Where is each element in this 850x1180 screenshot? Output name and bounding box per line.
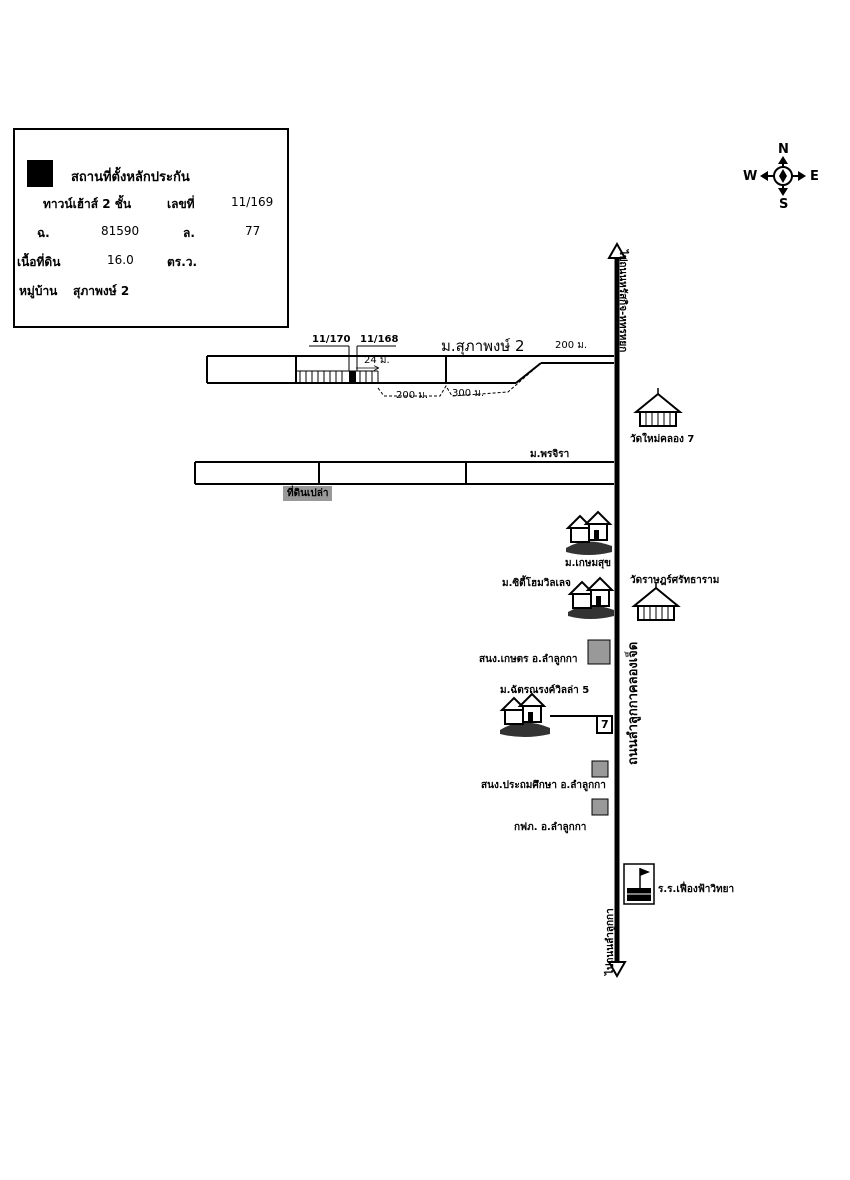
village-kasem-icon — [565, 510, 613, 555]
legend-title: สถานที่ตั้งหลักประกัน — [71, 170, 190, 185]
south-direction-label: ไปถนนลำลูกกา — [605, 908, 616, 975]
pea-office-icon — [591, 798, 609, 816]
village-city-icon — [567, 576, 615, 619]
legend-lot-label: ล. — [183, 226, 195, 240]
temple-1-label: วัดใหม่คลอง 7 — [630, 434, 695, 445]
main-road-label: ถนนลำลูกกาคลองเจ็ด — [626, 641, 641, 765]
legend-lot-value: 77 — [245, 224, 261, 238]
legend-deed-value: 81590 — [101, 224, 140, 238]
village-road-1-label: ม.สุภาพงษ์ 2 — [441, 337, 525, 355]
compass-e: E — [810, 169, 819, 184]
vacant-land-label: ที่ดินเปล่า — [283, 486, 333, 501]
legend-area-unit: ตร.ว. — [167, 255, 198, 269]
main-road — [607, 241, 627, 979]
agri-office-icon — [587, 639, 611, 665]
compass-w: W — [743, 169, 758, 184]
village-road-2 — [194, 461, 614, 485]
village-city-label: ม.ซิตี้โฮมวิลเลจ — [502, 578, 571, 589]
village-road-2-label: ม.พรจิรา — [530, 449, 570, 460]
frontage-label: 24 ม. — [364, 355, 390, 366]
village-chat-label: ม.ฉัตรณรงค์วิลล่า 5 — [500, 685, 590, 696]
legend-area-label: เนื้อที่ดิน — [17, 255, 61, 269]
store-icon — [596, 715, 613, 734]
collateral-plot — [349, 371, 356, 383]
temple-2-icon — [631, 582, 681, 621]
school-label: ร.ร.เฟื่องฟ้าวิทยา — [658, 884, 735, 895]
temple-2-label: วัดราษฎร์ศรัทธาราม — [630, 575, 720, 586]
agri-office-label: สนง.เกษตร อ.ลำลูกกา — [479, 654, 578, 665]
legend-village-label: หมู่บ้าน — [19, 284, 58, 298]
left-neighbor-label: 11/170 — [312, 334, 351, 345]
edu-office-label: สนง.ประถมศึกษา อ.ลำลูกกา — [481, 780, 606, 791]
legend-property-type: ทาวน์เฮ้าส์ 2 ชั้น — [43, 197, 132, 211]
collateral-marker — [27, 160, 53, 187]
right-neighbor-label: 11/168 — [360, 334, 399, 345]
temple-1-icon — [633, 388, 683, 427]
legend-deed-label: ฉ. — [37, 226, 50, 240]
edu-office-icon — [591, 760, 609, 778]
legend-number-value: 11/169 — [231, 195, 274, 209]
legend-area-value: 16.0 — [107, 253, 134, 267]
pea-label: กฟภ. อ.ลำลูกกา — [514, 822, 587, 833]
village-chat-icon — [499, 692, 550, 737]
distance-200-right: 200 ม. — [555, 340, 588, 351]
school-icon — [623, 863, 655, 905]
village-road-1 — [206, 345, 614, 397]
distance-200-left: 200 ม. — [396, 390, 429, 401]
legend-number-label: เลขที่ — [167, 197, 195, 211]
village-kasem-label: ม.เกษมสุข — [565, 558, 611, 569]
distance-300: 300 ม. — [452, 388, 485, 399]
north-direction-label: ไปถนนหรัสกิจ-หทรหยก — [617, 250, 628, 353]
compass-s: S — [779, 197, 789, 212]
legend-village-value: สุภาพงษ์ 2 — [73, 284, 130, 298]
legend-box: สถานที่ตั้งหลักประกัน ทาวน์เฮ้าส์ 2 ชั้น… — [13, 128, 289, 328]
store-label: 7 — [601, 718, 609, 731]
compass-icon — [760, 156, 806, 196]
compass-n: N — [778, 142, 789, 157]
